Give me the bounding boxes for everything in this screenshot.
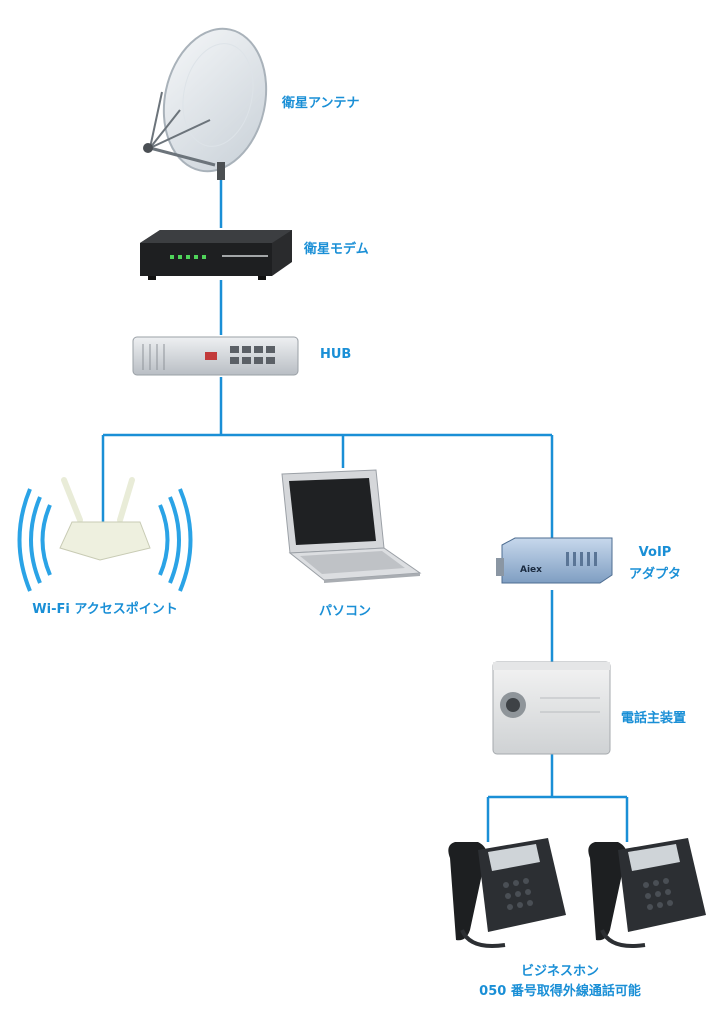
label-voip-line1: VoIP [638, 545, 672, 560]
svg-text:Aiex: Aiex [520, 565, 542, 575]
label-wifi: Wi-Fi アクセスポイント [32, 602, 178, 617]
label-pbx: 電話主装置 [621, 711, 687, 726]
label-phone-line2: 050 番号取得外線通話可能 [479, 984, 641, 999]
label-antenna: 衛星アンテナ [282, 96, 360, 111]
laptop [281, 469, 422, 583]
label-pc: パソコン [318, 604, 371, 619]
hub-device [132, 336, 299, 376]
satellite-antenna [143, 27, 268, 180]
satellite-modem [140, 230, 292, 280]
label-modem: 衛星モデム [304, 242, 369, 257]
pbx-main-unit [492, 661, 611, 755]
business-phone-2 [588, 838, 706, 948]
label-phone-line1: ビジネスホン [520, 964, 599, 979]
voip-adapter: Aiex [496, 537, 613, 584]
label-voip-line2: アダプタ [628, 567, 681, 582]
label-hub: HUB [320, 347, 352, 362]
business-phone-1 [448, 838, 566, 948]
wifi-access-point [17, 477, 193, 592]
connection-lines [101, 178, 629, 842]
